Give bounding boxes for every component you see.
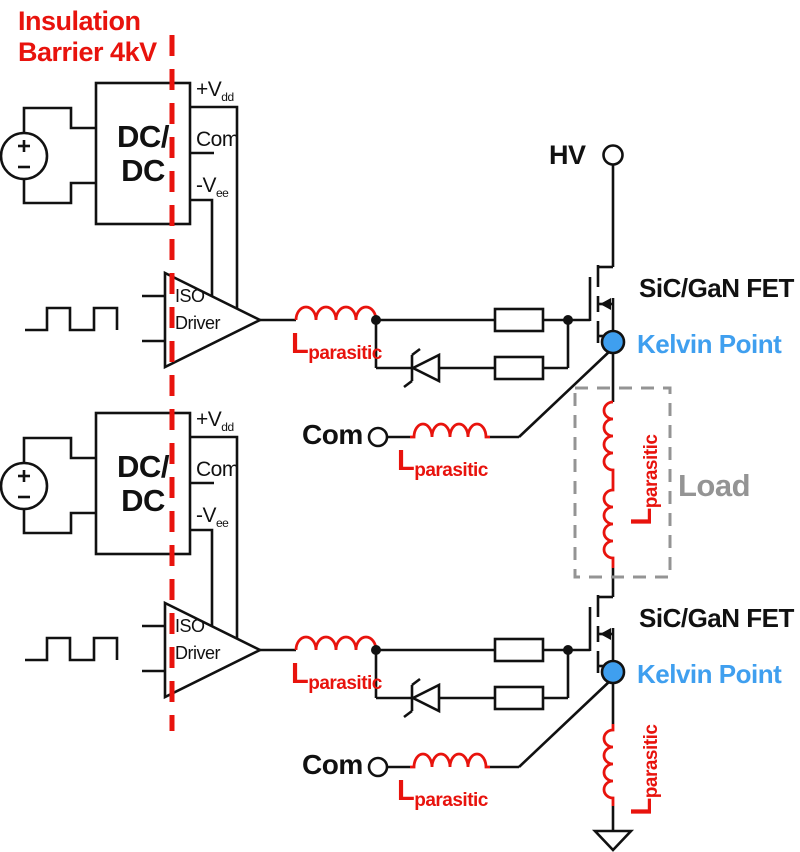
l-parasitic-label-com-top: Lparasitic — [397, 445, 488, 481]
com-terminal-label-top: Com — [302, 419, 363, 450]
l-parasitic-label-gate-bottom: Lparasitic — [291, 658, 382, 694]
com-terminal — [367, 426, 389, 448]
com-branch — [367, 679, 612, 778]
vdd-pin-label-top: +Vdd — [196, 78, 234, 105]
kelvin-point-marker — [600, 659, 626, 685]
com-pin-label-bottom: Com — [196, 458, 239, 481]
vdd-pin-label-bottom: +Vdd — [196, 408, 234, 435]
load-branch — [573, 353, 672, 597]
channel-top — [0, 81, 626, 448]
l-parasitic-label-com-bottom: Lparasitic — [397, 775, 488, 811]
gate-inductor-symbol — [294, 635, 378, 651]
com-inductor-symbol — [410, 422, 490, 439]
fet-label-top: SiC/GaN FET — [639, 273, 794, 303]
ground-symbol — [591, 829, 635, 852]
diode-symbol — [403, 677, 441, 719]
dc-source-symbol — [0, 106, 96, 205]
fet-label-bottom: SiC/GaN FET — [639, 603, 794, 633]
iso-driver-symbol — [142, 600, 263, 700]
kelvin-label-bottom: Kelvin Point — [637, 659, 782, 689]
load-inductor-symbol — [602, 400, 615, 568]
square-wave-symbol — [25, 636, 119, 662]
hv-label: HV — [549, 140, 586, 170]
source-inductor-symbol — [602, 724, 615, 806]
vee-pin-label-top: -Vee — [196, 174, 229, 201]
kelvin-point-marker — [600, 329, 626, 355]
kelvin-label-top: Kelvin Point — [637, 329, 782, 359]
com-branch — [367, 349, 612, 448]
gate-network — [371, 307, 590, 389]
source-branch — [591, 683, 635, 852]
l-parasitic-label-load: Lparasitic — [626, 434, 662, 526]
supply-wires — [190, 435, 239, 638]
dcdc-label-top: DC/DC — [117, 118, 169, 188]
com-pin-label-top: Com — [196, 128, 239, 151]
com-inductor-symbol — [410, 752, 490, 769]
dc-source-symbol — [0, 436, 96, 535]
supply-wires — [190, 105, 239, 308]
com-terminal-label-bottom: Com — [302, 749, 363, 780]
com-terminal — [367, 756, 389, 778]
load-box — [573, 386, 672, 579]
load-label: Load — [678, 468, 751, 503]
square-wave-symbol — [25, 306, 119, 332]
l-parasitic-label-source: Lparasitic — [626, 724, 662, 816]
gate-network — [371, 637, 590, 719]
gate-off-resistor-symbol — [493, 355, 545, 381]
gate-off-resistor-symbol — [493, 685, 545, 711]
l-parasitic-label-gate-top: Lparasitic — [291, 328, 382, 364]
gate-resistor-symbol — [493, 307, 545, 333]
gate-resistor-symbol — [493, 637, 545, 663]
vee-pin-label-bottom: -Vee — [196, 504, 229, 531]
gate-inductor-symbol — [294, 305, 378, 321]
dcdc-label-bottom: DC/DC — [117, 448, 169, 518]
hv-terminal — [602, 144, 624, 166]
iso-driver-symbol — [142, 270, 263, 370]
